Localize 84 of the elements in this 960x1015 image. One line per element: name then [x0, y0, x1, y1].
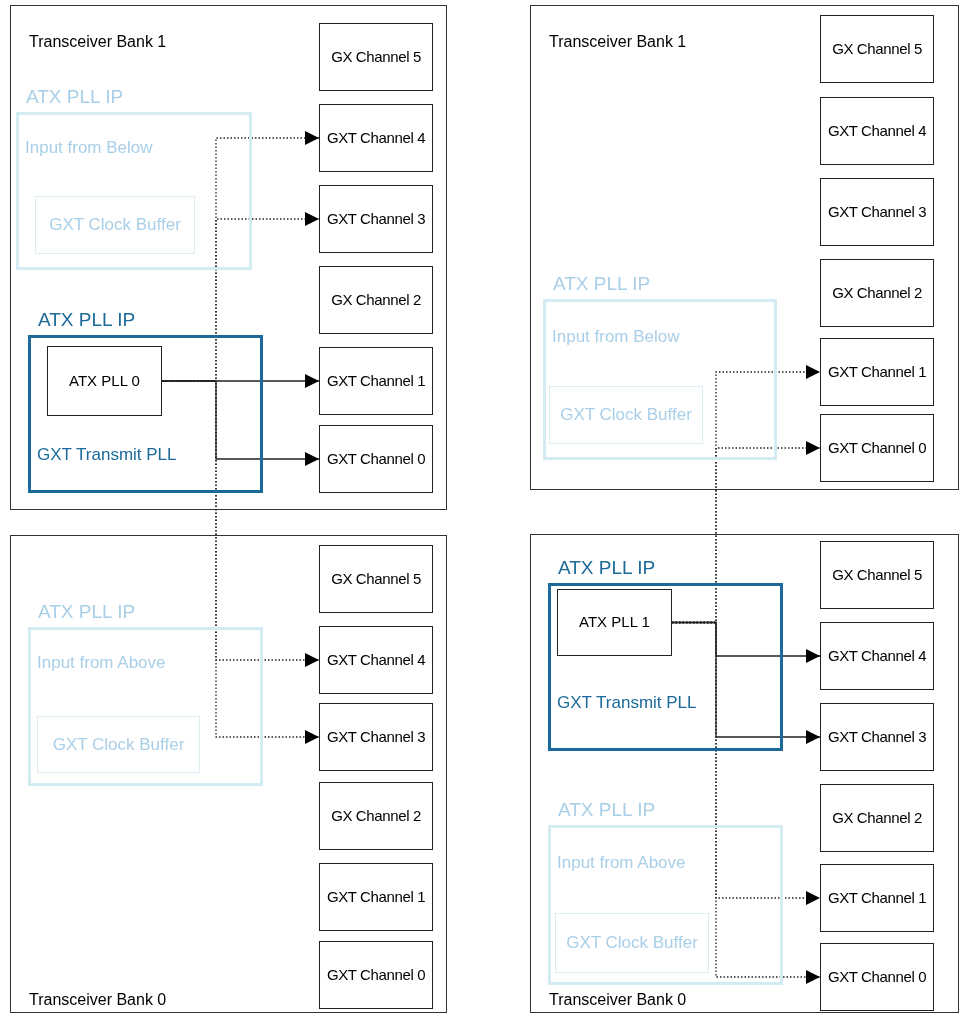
channel-label: GXT Channel 4: [326, 128, 426, 148]
channel-label: GXT Channel 1: [827, 888, 927, 908]
channel-box: [820, 864, 934, 932]
channel-label: GX Channel 5: [832, 39, 922, 59]
channel-box: [319, 626, 433, 694]
bank-title: Transceiver Bank 0: [549, 990, 687, 1010]
buffer-label: GXT Clock Buffer: [566, 932, 698, 954]
channel-label: GX Channel 2: [331, 290, 421, 310]
channel-label: GXT Channel 1: [827, 362, 927, 382]
channel-box: [820, 703, 934, 771]
bank-panel: [10, 535, 447, 1013]
channel-box: [319, 782, 433, 850]
block-heading: ATX PLL IP: [38, 309, 136, 331]
channel-label: GX Channel 5: [832, 565, 922, 585]
block-label: Input from Above: [557, 852, 686, 874]
channel-box: [319, 347, 433, 415]
bank-title: Transceiver Bank 1: [549, 32, 687, 52]
block-label: Input from Below: [25, 137, 153, 159]
pll-label: ATX PLL 1: [579, 613, 650, 632]
pll-box: [557, 589, 672, 656]
channel-box: [319, 425, 433, 493]
channel-box: [319, 545, 433, 613]
buffer-label: GXT Clock Buffer: [49, 214, 181, 236]
block-heading: ATX PLL IP: [558, 557, 656, 579]
bank-panel: [530, 534, 959, 1013]
channel-label: GXT Channel 0: [827, 967, 927, 987]
channel-label: GXT Channel 0: [326, 449, 426, 469]
channel-box: [820, 622, 934, 690]
pll-box: [47, 346, 162, 416]
block-heading: ATX PLL IP: [558, 799, 656, 821]
arrow: [161, 380, 320, 466]
channel-label: GXT Channel 3: [827, 727, 927, 747]
channel-box: [820, 338, 934, 406]
bank-panel: [530, 5, 959, 490]
channel-box: [319, 941, 433, 1009]
block-label: Input from Above: [37, 652, 166, 674]
channel-label: GX Channel 2: [832, 283, 922, 303]
channel-label: GX Channel 2: [832, 808, 922, 828]
dotted-arrow: [671, 621, 821, 984]
channel-label: GXT Channel 4: [827, 646, 927, 666]
channel-box: [820, 178, 934, 246]
block-heading: ATX PLL IP: [38, 601, 136, 623]
buffer-box: [37, 716, 200, 773]
channel-box: [319, 104, 433, 172]
channel-label: GX Channel 5: [331, 47, 421, 67]
arrow: [671, 621, 821, 744]
channel-label: GXT Channel 3: [326, 209, 426, 229]
channel-label: GX Channel 5: [331, 569, 421, 589]
buffer-box: [555, 913, 709, 973]
buffer-label: GXT Clock Buffer: [560, 404, 692, 426]
channel-label: GXT Channel 3: [827, 202, 927, 222]
block-label: GXT Transmit PLL: [557, 692, 697, 714]
block-heading: ATX PLL IP: [553, 273, 651, 295]
channel-label: GXT Channel 0: [827, 438, 927, 458]
channel-label: GXT Channel 4: [827, 121, 927, 141]
channel-label: GX Channel 2: [331, 806, 421, 826]
dotted-arrow: [161, 380, 320, 744]
channel-box: [319, 703, 433, 771]
channel-box: [820, 97, 934, 165]
channel-label: GXT Channel 4: [326, 650, 426, 670]
channel-box: [319, 23, 433, 91]
buffer-box: [35, 196, 195, 254]
channel-box: [820, 943, 934, 1011]
bank-panel: [10, 5, 447, 510]
buffer-box: [549, 386, 703, 444]
bank-title: Transceiver Bank 0: [29, 990, 167, 1010]
channel-box: [319, 863, 433, 931]
channel-box: [820, 15, 934, 83]
block-label: Input from Below: [552, 326, 680, 348]
channel-box: [820, 259, 934, 327]
channel-box: [820, 414, 934, 482]
channel-box: [319, 185, 433, 253]
pll-label: ATX PLL 0: [69, 371, 140, 391]
buffer-label: GXT Clock Buffer: [52, 733, 185, 756]
block-label: GXT Transmit PLL: [37, 444, 177, 466]
channel-label: GXT Channel 3: [326, 727, 426, 747]
channel-label: GXT Channel 1: [326, 887, 426, 907]
channel-box: [820, 541, 934, 609]
channel-label: GXT Channel 0: [326, 965, 426, 985]
bank-title: Transceiver Bank 1: [29, 32, 167, 52]
channel-label: GXT Channel 1: [326, 371, 426, 391]
channel-box: [820, 784, 934, 852]
channel-box: [319, 266, 433, 334]
block-heading: ATX PLL IP: [26, 86, 124, 108]
